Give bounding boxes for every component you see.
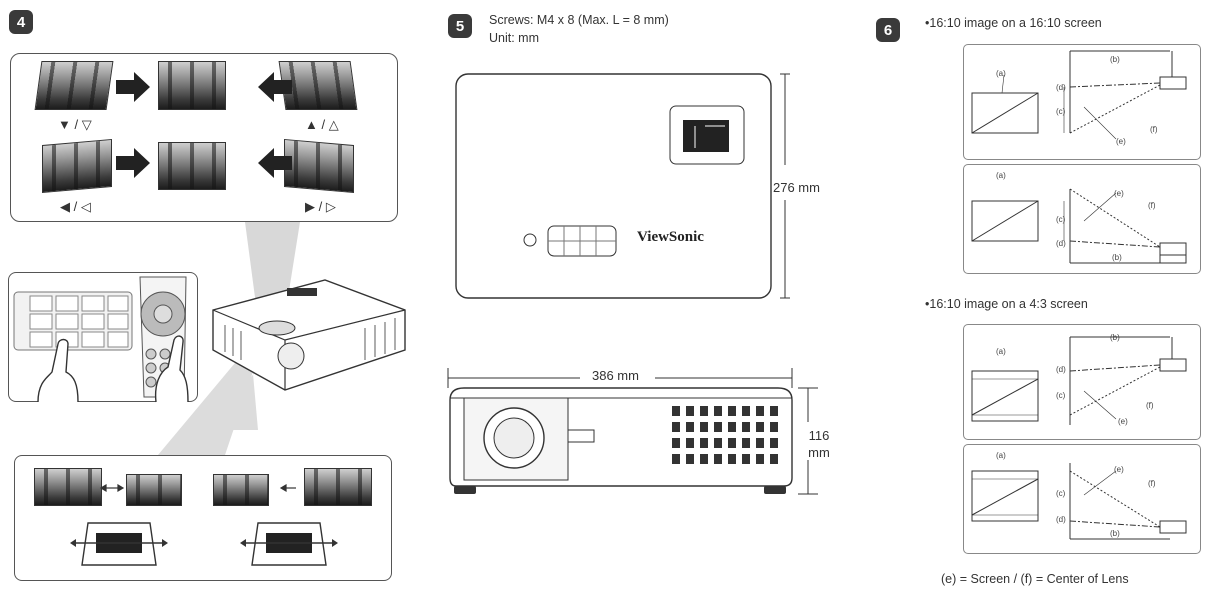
throw-diagram-floor-16-10: (a) (e) (c) (f) (d) (b) [963, 164, 1201, 274]
arrow-right-icon-2 [116, 148, 150, 178]
height-dimension-unit: mm [808, 445, 830, 460]
throw-diagram-ceiling-16-10: (a) (b) (d) (c) (e) (f) [963, 44, 1201, 160]
arrow-left-icon [258, 72, 292, 102]
label-d-2: (d) [1056, 239, 1066, 248]
lens-shift-dials [70, 483, 338, 566]
projector-top-view [455, 73, 790, 299]
label-c-4: (c) [1056, 489, 1066, 498]
depth-dimension: 276 mm [773, 180, 820, 195]
width-dimension: 386 mm [592, 368, 639, 383]
height-dimension-value: 116 [808, 428, 830, 443]
unit-label: Unit: mm [489, 31, 539, 45]
arrow-left-icon-2 [258, 148, 292, 178]
lens-shift-image-2 [126, 474, 182, 506]
step-badge-4: 4 [9, 10, 33, 34]
label-a-4: (a) [996, 451, 1006, 460]
label-d-4: (d) [1056, 515, 1066, 524]
lens-shift-image-1 [34, 468, 102, 506]
label-a-2: (a) [996, 171, 1006, 180]
label-c-3: (c) [1056, 391, 1066, 400]
keystone-label-down: ▼ / ▽ [58, 117, 92, 132]
keystone-label-right: ▶ / ▷ [305, 199, 336, 214]
projector-front-view [447, 368, 818, 495]
label-e-4: (e) [1114, 465, 1124, 474]
keystone-image-corrected-2 [158, 142, 226, 190]
label-b-3: (b) [1110, 333, 1120, 342]
throw-diagram-floor-4-3: (a) (e) (c) (f) (d) (b) [963, 444, 1201, 554]
throw-diagram-ceiling-4-3: (a) (b) (d) (c) (e) (f) [963, 324, 1201, 440]
lens-shift-image-4 [304, 468, 372, 506]
label-f-2: (f) [1148, 201, 1156, 210]
label-b-4: (b) [1110, 529, 1120, 538]
label-b: (b) [1110, 55, 1120, 64]
label-e-3: (e) [1118, 417, 1128, 426]
label-c-2: (c) [1056, 215, 1066, 224]
label-a: (a) [996, 69, 1006, 78]
legend-note: (e) = Screen / (f) = Center of Lens [941, 572, 1129, 586]
brand-logo: ViewSonic [637, 229, 704, 245]
label-a-3: (a) [996, 347, 1006, 356]
keystone-image-corrected [158, 61, 226, 110]
keypad-illustration [13, 276, 189, 403]
projector-illustration [212, 279, 406, 391]
lens-shift-image-3 [213, 474, 269, 506]
label-f-4: (f) [1148, 479, 1156, 488]
label-b-2: (b) [1112, 253, 1122, 262]
step-badge-6: 6 [876, 18, 900, 42]
label-f: (f) [1150, 125, 1158, 134]
label-d: (d) [1056, 83, 1066, 92]
keystone-arrows [116, 72, 292, 178]
screw-spec: Screws: M4 x 8 (Max. L = 8 mm) [489, 13, 669, 27]
arrow-right-icon [116, 72, 150, 102]
label-d-3: (d) [1056, 365, 1066, 374]
label-c: (c) [1056, 107, 1066, 116]
heading-16-10-screen: •16:10 image on a 16:10 screen [925, 16, 1102, 30]
step-badge-5: 5 [448, 14, 472, 38]
label-e-2: (e) [1114, 189, 1124, 198]
label-f-3: (f) [1146, 401, 1154, 410]
keystone-label-up: ▲ / △ [305, 117, 339, 132]
keystone-label-left: ◀ / ◁ [60, 199, 91, 214]
heading-4-3-screen: •16:10 image on a 4:3 screen [925, 297, 1088, 311]
label-e: (e) [1116, 137, 1126, 146]
